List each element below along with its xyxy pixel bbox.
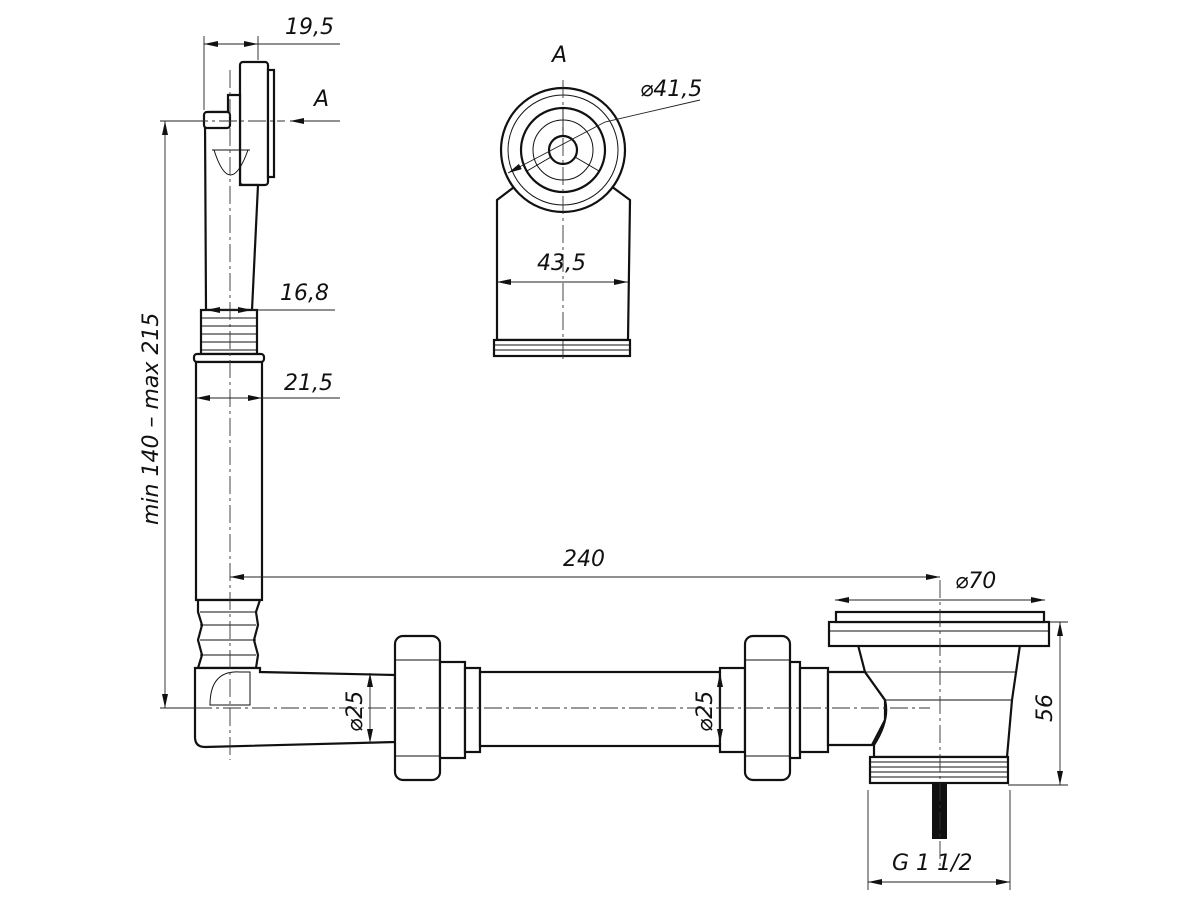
overflow-tube — [194, 360, 264, 602]
dim-pipe-diameter-2: ⌀25 — [693, 691, 718, 732]
center-lines — [165, 70, 941, 870]
dim-thread: G 1 1/2 — [892, 851, 972, 876]
elbow — [193, 598, 397, 749]
dim-body-height: 56 — [1033, 694, 1058, 722]
dimension-lines — [160, 36, 1068, 890]
dim-lower-tube: 21,5 — [284, 371, 333, 396]
dim-head-width: 19,5 — [285, 15, 334, 40]
dim-upper-tube: 16,8 — [280, 281, 329, 306]
connecting-pipe — [478, 670, 722, 748]
union-nut-1 — [393, 634, 482, 782]
dim-pipe-diameter-1: ⌀25 — [343, 691, 368, 732]
dim-view-width: 43,5 — [537, 251, 586, 276]
dim-strainer-diameter: ⌀70 — [955, 569, 996, 594]
dim-height-range: min 140 – max 215 — [139, 313, 164, 525]
dim-view-diameter: ⌀41,5 — [640, 77, 702, 102]
arrow-label: A — [312, 87, 329, 112]
view-label: A — [550, 43, 567, 68]
strainer-body — [826, 610, 1051, 839]
upper-corrugation — [192, 308, 266, 364]
dim-length: 240 — [563, 547, 605, 572]
overflow-head — [202, 60, 276, 312]
view-a — [492, 86, 632, 358]
